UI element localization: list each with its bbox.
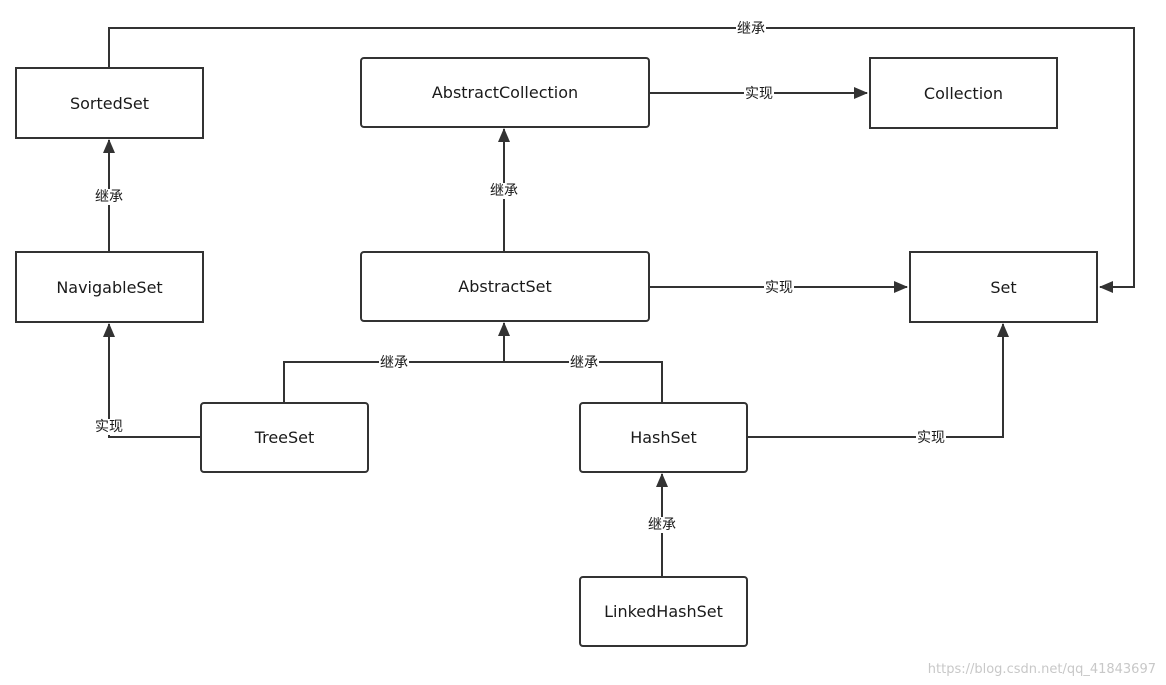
watermark: https://blog.csdn.net/qq_41843697 — [927, 662, 1156, 677]
node-sortedset: SortedSet — [15, 67, 204, 139]
node-set: Set — [909, 251, 1098, 323]
edge-label-linkedhashset-hashset: 继承 — [647, 517, 677, 533]
edge-label-sortedset-set: 继承 — [736, 21, 766, 37]
edge-label-abstractset-abstractcollection: 继承 — [489, 183, 519, 199]
edge-label-abstractset-set: 实现 — [764, 280, 794, 296]
node-hashset: HashSet — [579, 402, 748, 473]
edge-sortedset-set — [108, 27, 1135, 293]
edge-label-treeset-abstractset: 继承 — [379, 355, 409, 371]
edge-treeset-abstractset — [283, 361, 504, 402]
edge-treeset-navigableset — [103, 323, 200, 438]
node-navigableset: NavigableSet — [15, 251, 204, 323]
node-linkedhashset: LinkedHashSet — [579, 576, 748, 647]
edge-label-navigableset-sortedset: 继承 — [94, 189, 124, 205]
node-treeset: TreeSet — [200, 402, 369, 473]
edge-hashset-abstractset — [504, 361, 663, 402]
edge-hashset-set — [748, 323, 1009, 438]
node-collection: Collection — [869, 57, 1058, 129]
edge-label-abstractcollection-collection: 实现 — [744, 86, 774, 102]
node-abstractset: AbstractSet — [360, 251, 650, 322]
edge-label-treeset-navigableset: 实现 — [94, 419, 124, 435]
edge-label-hashset-set: 实现 — [916, 430, 946, 446]
edge-label-hashset-abstractset: 继承 — [569, 355, 599, 371]
node-abstractcollection: AbstractCollection — [360, 57, 650, 128]
